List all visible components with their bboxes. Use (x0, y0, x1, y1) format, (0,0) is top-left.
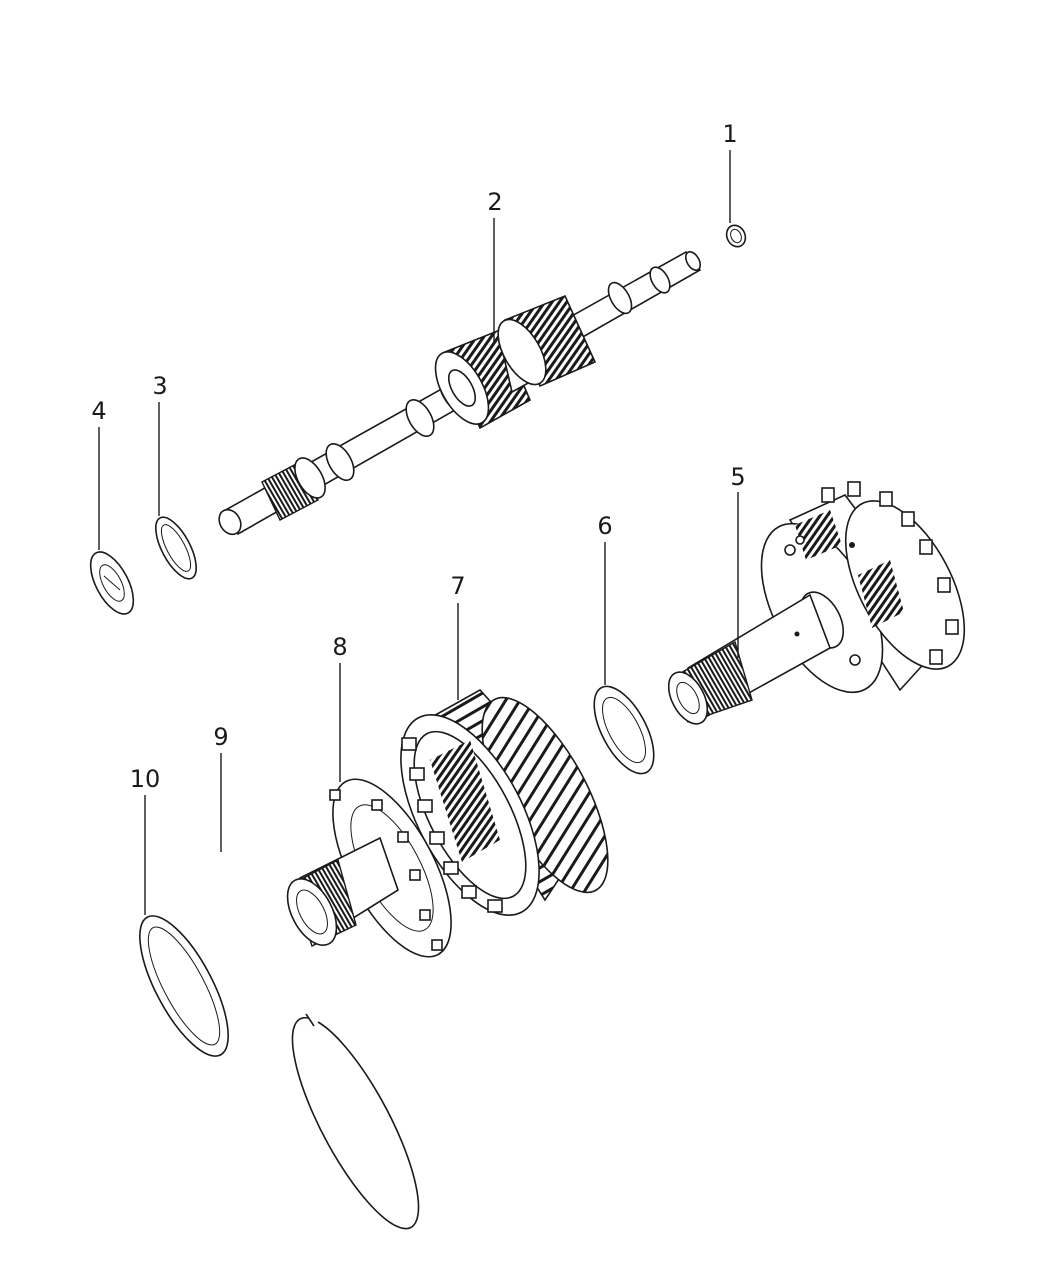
callout-8: 8 (332, 633, 347, 661)
leader-lines (98, 150, 739, 915)
callout-labels: 1 2 3 4 5 6 7 8 9 10 (91, 120, 745, 793)
callout-3: 3 (152, 372, 167, 400)
part-1-snap-ring (725, 224, 747, 248)
callout-2: 2 (487, 188, 502, 216)
callout-7: 7 (450, 572, 465, 600)
callout-9: 9 (213, 723, 228, 751)
part-3-thrust-bearing (155, 516, 197, 580)
part-4-thrust-washer (89, 551, 135, 615)
part-10-thrust-plate (139, 915, 229, 1057)
callout-6: 6 (597, 512, 612, 540)
callout-1: 1 (722, 120, 737, 148)
callout-10: 10 (130, 765, 161, 793)
part-6-thrust-washer (593, 685, 655, 775)
callout-5: 5 (730, 463, 745, 491)
part-7-ring-gear (400, 688, 609, 916)
part-5-output-carrier (667, 481, 966, 725)
callout-4: 4 (91, 397, 106, 425)
part-8-sun-gear-hub (286, 778, 452, 958)
part-2-input-shaft (218, 250, 702, 536)
part-9-snap-ring (291, 1013, 420, 1230)
